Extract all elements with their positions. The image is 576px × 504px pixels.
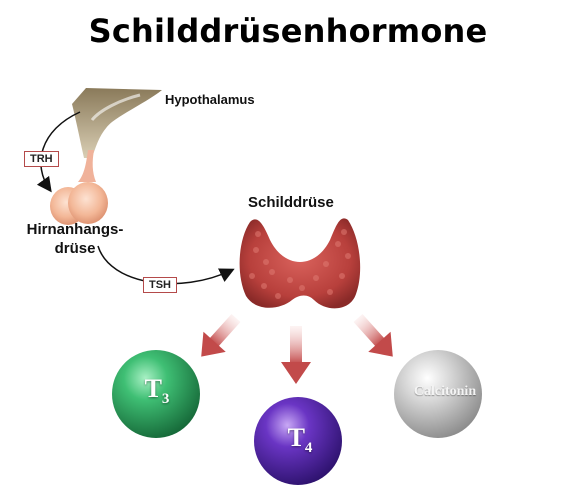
calcitonin-label: Calcitonin [413, 384, 477, 399]
trh-arrow [36, 111, 81, 193]
hypothalamus-illustration [72, 88, 162, 158]
t4-subscript: 4 [304, 440, 313, 457]
thyroid-label: Schilddrüse [248, 194, 334, 211]
hypothalamus-label: Hypothalamus [165, 92, 255, 107]
t3-label: T3 [127, 374, 187, 408]
t3-base: T [144, 374, 162, 403]
thyroid-illustration [239, 218, 361, 309]
calcitonin-sphere [394, 350, 482, 438]
tsh-tag: TSH [143, 277, 177, 293]
diagram-title: Schilddrüsenhormone [88, 12, 488, 50]
t4-base: T [287, 423, 305, 452]
pituitary-label-line2: drüse [54, 240, 96, 257]
t3-subscript: 3 [161, 391, 170, 408]
pituitary-illustration [50, 150, 108, 225]
pituitary-label: Hirnanhangs- drüse [14, 220, 136, 258]
t4-label: T4 [270, 423, 330, 457]
pituitary-label-line1: Hirnanhangs- [26, 221, 124, 238]
t4-sphere [254, 397, 342, 485]
t3-sphere [112, 350, 200, 438]
output-arrows [201, 313, 393, 384]
trh-tag: TRH [24, 151, 59, 167]
